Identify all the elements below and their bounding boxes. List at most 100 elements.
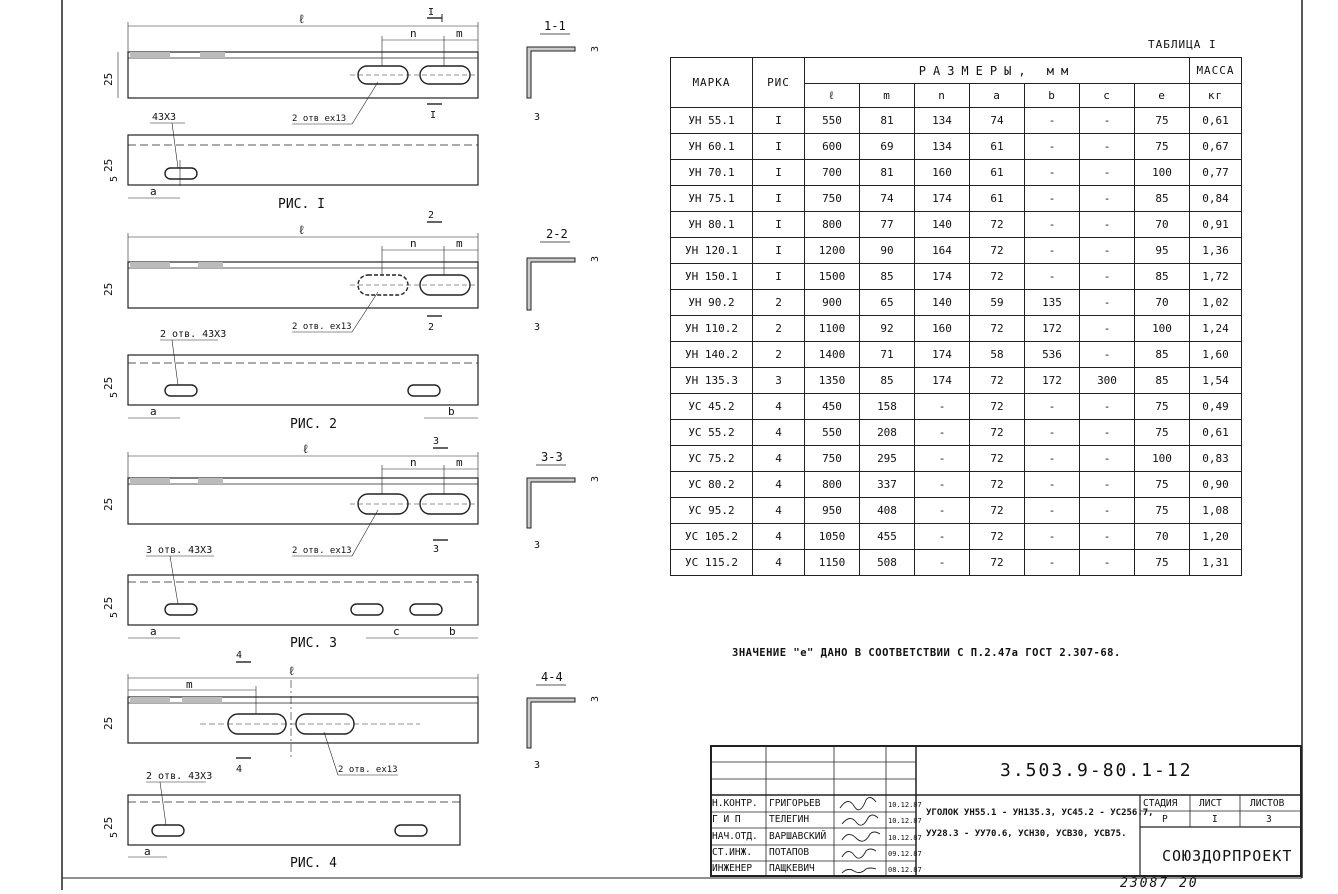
table-cell: - [1079, 159, 1135, 186]
table-cell: 172 [1024, 315, 1080, 342]
table-cell: - [914, 549, 970, 576]
fig1-dim-a: a [150, 185, 157, 198]
table-cell: 3 [752, 367, 805, 394]
table-cell: - [1024, 393, 1080, 420]
table-cell: 4 [752, 471, 805, 498]
stage-label: СТАДИЯ [1143, 798, 1178, 809]
table-cell: 85 [859, 263, 915, 290]
table-cell: 1150 [804, 549, 860, 576]
table-cell: 455 [859, 523, 915, 550]
table-cell: 72 [969, 445, 1025, 472]
table-caption: ТАБЛИЦА I [1148, 38, 1217, 51]
signature-name: ПОТАПОВ [769, 847, 810, 858]
sheet-label: ЛИСТ [1199, 798, 1222, 809]
fig2-slot-label: 2 отв. ех13 [292, 322, 352, 332]
signature-role: ИНЖЕНЕР [712, 863, 753, 874]
fig1-dim-25: 25 [102, 73, 115, 86]
table-cell: 85 [1134, 367, 1190, 394]
table-cell: - [1024, 497, 1080, 524]
table-cell: 61 [969, 133, 1025, 160]
table-cell: 1,02 [1189, 289, 1242, 316]
fig4-hole-1 [151, 824, 185, 837]
fig2-dim-m: m [456, 237, 463, 250]
table-cell: 72 [969, 393, 1025, 420]
sheet-value: I [1212, 814, 1218, 825]
cell-marka: УН 110.2 [670, 315, 753, 342]
table-cell: - [1024, 263, 1080, 290]
table-cell: 2 [752, 341, 805, 368]
table-cell: - [914, 471, 970, 498]
table-cell: - [1024, 133, 1080, 160]
table-cell: 1,60 [1189, 341, 1242, 368]
table-cell: 75 [1134, 107, 1190, 134]
section-4-dim-3: 3 [590, 696, 601, 702]
table-cell: 295 [859, 445, 915, 472]
stage-value: Р [1162, 814, 1168, 825]
fig1-cut-top: I [428, 7, 434, 18]
table-cell: 160 [914, 315, 970, 342]
fig3-cut-top: 3 [433, 436, 439, 447]
table-cell: 72 [969, 549, 1025, 576]
fig1-dim-m: m [456, 27, 463, 40]
table-cell: - [1079, 549, 1135, 576]
table-cell: 70 [1134, 211, 1190, 238]
table-cell: 72 [969, 497, 1025, 524]
table-cell: 0,77 [1189, 159, 1242, 186]
fig2-caption: РИС. 2 [290, 417, 337, 432]
table-cell: 0,90 [1189, 471, 1242, 498]
table-cell: 71 [859, 341, 915, 368]
table-cell: 1,72 [1189, 263, 1242, 290]
table-cell: 134 [914, 133, 970, 160]
table-cell: 408 [859, 497, 915, 524]
organization-name: СОЮЗДОРПРОЕКТ [1162, 847, 1293, 865]
table-cell: 95 [1134, 237, 1190, 264]
table-cell: 59 [969, 289, 1025, 316]
signature-date: 10.12.87 [888, 834, 922, 842]
section-3-dim-3b: 3 [534, 540, 540, 551]
table-cell: 4 [752, 393, 805, 420]
table-cell: 65 [859, 289, 915, 316]
table-cell: - [914, 445, 970, 472]
table-cell: - [1079, 315, 1135, 342]
table-cell: 72 [969, 419, 1025, 446]
header-dim-2: n [914, 83, 970, 108]
section-1-title: 1-1 [544, 19, 566, 33]
table-cell: 61 [969, 185, 1025, 212]
fig2-dim-25: 25 [102, 283, 115, 296]
cell-marka: УС 80.2 [670, 471, 753, 498]
table-cell: 75 [1134, 471, 1190, 498]
signature-role: НАЧ.ОТД. [712, 831, 758, 842]
table-cell: 75 [1134, 133, 1190, 160]
fig4-plan [127, 794, 461, 846]
cell-marka: УН 60.1 [670, 133, 753, 160]
table-cell: 0,84 [1189, 185, 1242, 212]
table-cell: 700 [804, 159, 860, 186]
fig3-hole-label: 3 отв. 43Х3 [146, 545, 212, 556]
table-cell: I [752, 237, 805, 264]
table-cell: 750 [804, 185, 860, 212]
fig4-caption: РИС. 4 [290, 856, 337, 871]
table-cell: 1050 [804, 523, 860, 550]
header-ris: РИС [752, 57, 805, 108]
table-cell: 508 [859, 549, 915, 576]
cell-marka: УН 90.2 [670, 289, 753, 316]
fig4-dim-25: 25 [102, 717, 115, 730]
sheets-label: ЛИСТОВ [1250, 798, 1285, 809]
table-cell: 0,61 [1189, 419, 1242, 446]
cell-marka: УН 140.2 [670, 341, 753, 368]
fig4-cut-bottom: 4 [236, 764, 242, 775]
table-cell: - [1079, 263, 1135, 290]
table-cell: 134 [914, 107, 970, 134]
table-cell: 174 [914, 263, 970, 290]
fig1-caption: РИС. I [278, 197, 325, 212]
table-cell: 0,49 [1189, 393, 1242, 420]
